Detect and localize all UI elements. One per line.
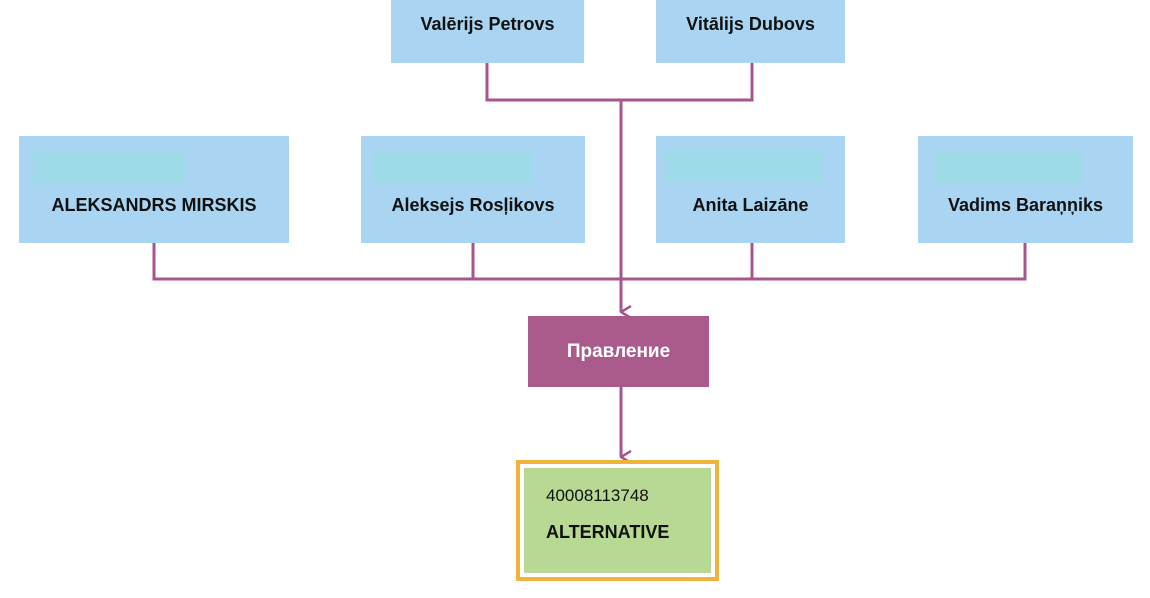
person-name: Anita Laizāne bbox=[692, 195, 809, 215]
person-name: Vadims Baraņņiks bbox=[947, 195, 1104, 215]
person-node-valerijs-petrovs[interactable]: Valērijs Petrovs bbox=[391, 0, 584, 63]
company-node[interactable]: 40008113748 ALTERNATIVE bbox=[516, 460, 719, 581]
company-name: ALTERNATIVE bbox=[546, 522, 670, 542]
person-node-anita-laizane[interactable]: Anita Laizāne bbox=[656, 136, 845, 243]
redacted-field bbox=[33, 151, 185, 183]
middle-group-connector bbox=[152, 243, 1027, 281]
redacted-field bbox=[372, 151, 532, 183]
board-node[interactable]: Правление bbox=[528, 316, 709, 387]
person-name: Vitālijs Dubovs bbox=[686, 14, 815, 34]
redacted-field bbox=[936, 152, 1084, 184]
person-node-vitalijs-dubovs[interactable]: Vitālijs Dubovs bbox=[656, 0, 845, 63]
person-node-vadims-barannjiks[interactable]: Vadims Baraņņiks bbox=[918, 136, 1133, 243]
person-name: Aleksejs Rosļikovs bbox=[391, 195, 555, 215]
board-label: Правление bbox=[566, 341, 671, 362]
person-node-aleksandrs-mirskis[interactable]: ALEKSANDRS MIRSKIS bbox=[19, 136, 289, 243]
redacted-field bbox=[666, 149, 822, 181]
company-registration-number: 40008113748 bbox=[546, 486, 649, 505]
top-left-connector bbox=[485, 63, 754, 102]
person-node-aleksejs-roslikovs[interactable]: Aleksejs Rosļikovs bbox=[361, 136, 585, 243]
person-name: ALEKSANDRS MIRSKIS bbox=[51, 195, 257, 215]
person-name: Valērijs Petrovs bbox=[420, 14, 555, 34]
